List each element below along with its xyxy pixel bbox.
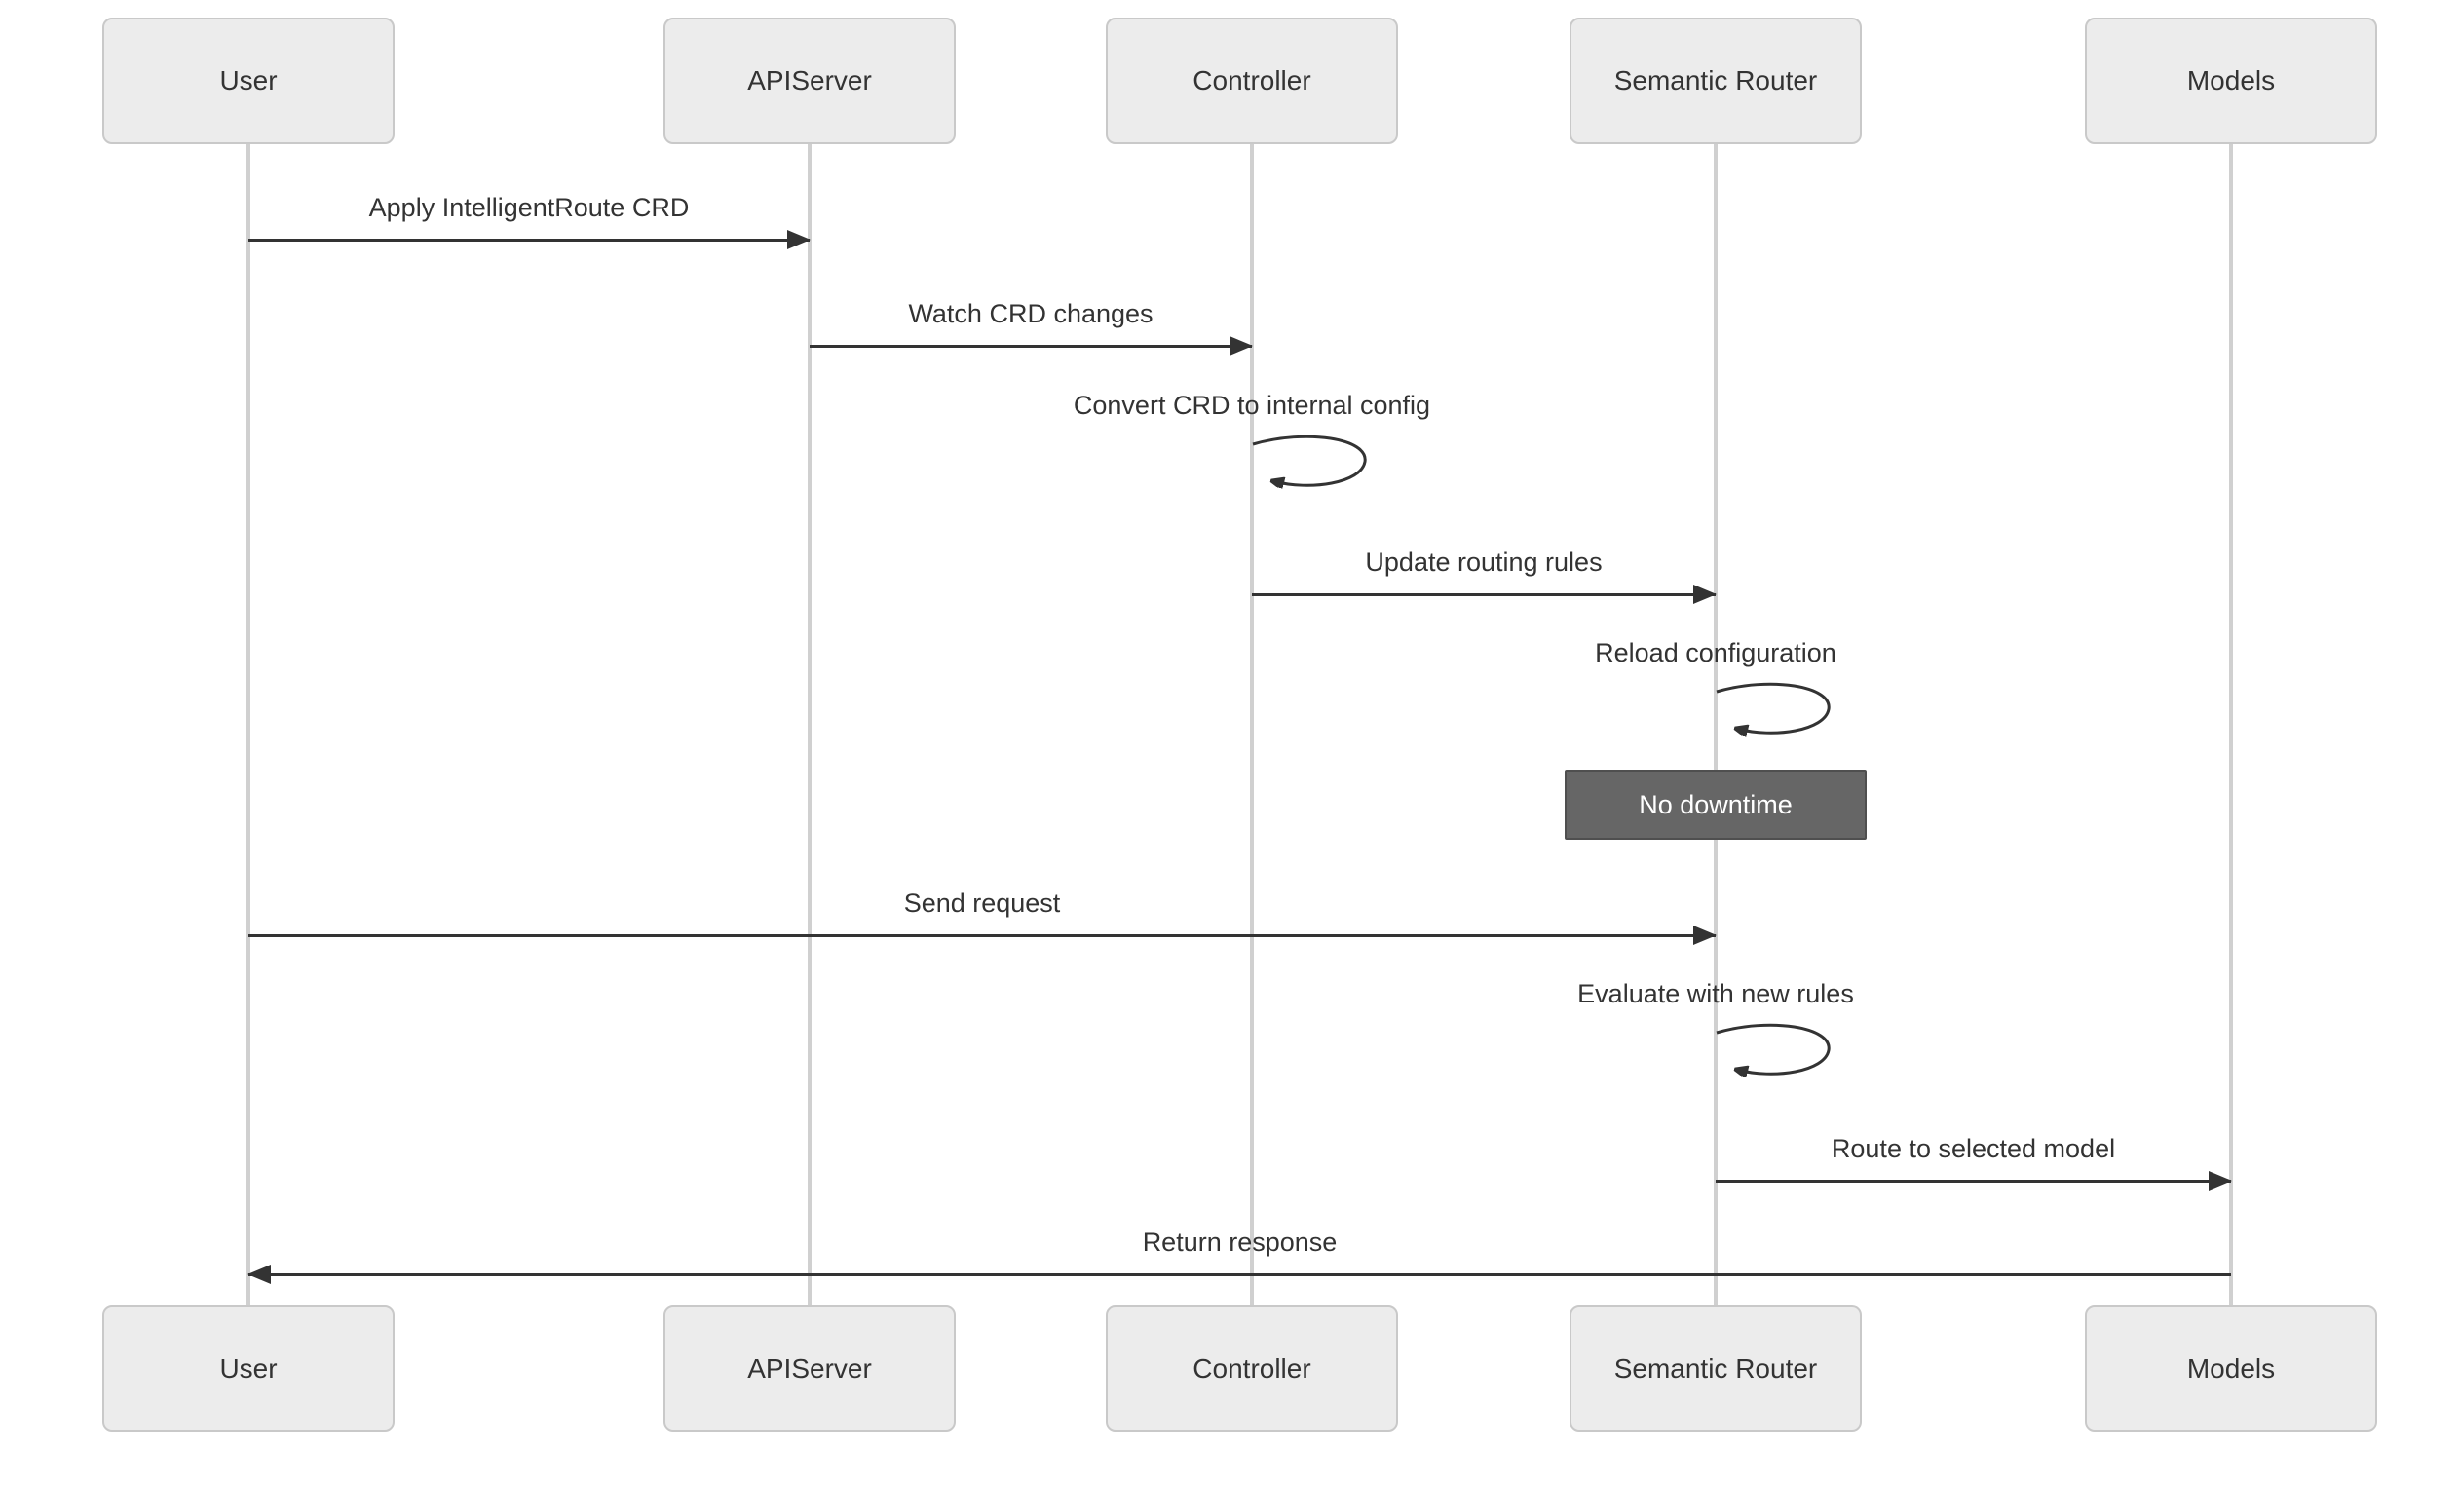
actor-bottom-models: Models [2085,1305,2377,1432]
arrow-line [248,1273,2231,1276]
arrowhead-left-icon [247,1265,271,1284]
self-loop-arrow-convert-crd-icon [1252,435,1367,495]
lifeline-semantic-router [1714,144,1718,1305]
self-loop-arrow-evaluate-with-new-rules-icon [1716,1023,1831,1083]
arrow-line [810,345,1252,348]
actor-bottom-apiserver: APIServer [663,1305,956,1432]
arrow-line [1716,1180,2231,1183]
lifeline-models [2229,144,2233,1305]
message-label-evaluate-with-new-rules: Evaluate with new rules [1577,979,1854,1008]
message-arrow-return-response [247,1264,2231,1287]
arrow-line [1252,593,1716,596]
lifeline-user [246,144,250,1305]
actor-top-apiserver: APIServer [663,18,956,144]
message-label-return-response: Return response [1142,1228,1338,1257]
actor-top-models: Models [2085,18,2377,144]
message-label-watch-crd-changes: Watch CRD changes [908,299,1154,328]
message-label-send-request: Send request [903,888,1061,918]
message-arrow-route-to-selected-model [1716,1170,2232,1193]
arrowhead-right-icon [1230,336,1253,356]
arrowhead-right-icon [1693,585,1717,604]
message-arrow-update-routing-rules [1252,584,1717,607]
arrowhead-right-icon [787,230,811,249]
actor-top-controller: Controller [1106,18,1398,144]
message-arrow-apply-intelligentroute-crd [248,229,811,252]
message-arrow-watch-crd-changes [810,335,1253,359]
message-label-update-routing-rules: Update routing rules [1365,548,1603,577]
note-no-downtime: No downtime [1565,770,1867,840]
message-label-reload-configuration: Reload configuration [1595,638,1836,667]
arrowhead-right-icon [2209,1171,2232,1191]
actor-bottom-controller: Controller [1106,1305,1398,1432]
arrow-line [248,239,810,242]
message-label-route-to-selected-model: Route to selected model [1831,1134,2116,1163]
lifeline-controller [1250,144,1254,1305]
lifeline-apiserver [808,144,812,1305]
actor-top-semantic-router: Semantic Router [1570,18,1862,144]
arrowhead-right-icon [1693,926,1717,945]
message-label-convert-crd-to-internal-config: Convert CRD to internal config [1073,391,1431,420]
arrow-line [248,934,1716,937]
actor-top-user: User [102,18,395,144]
self-loop-arrow-reload-configuration-icon [1716,682,1831,742]
actor-bottom-user: User [102,1305,395,1432]
message-arrow-send-request [248,925,1717,948]
message-label-apply-intelligentroute-crd: Apply IntelligentRoute CRD [368,193,690,222]
actor-bottom-semantic-router: Semantic Router [1570,1305,1862,1432]
